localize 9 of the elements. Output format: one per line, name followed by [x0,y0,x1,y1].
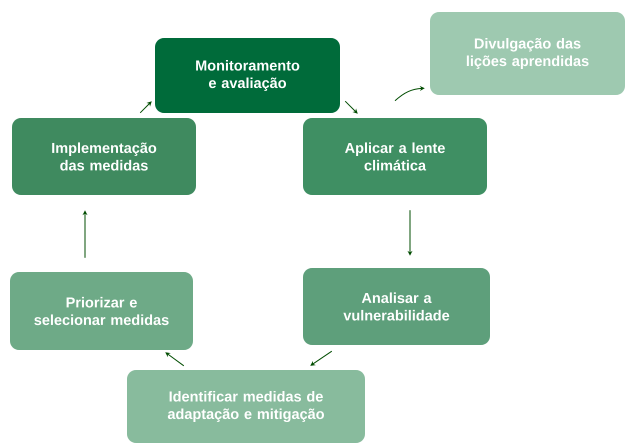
process-box: Implementação das medidas [12,118,196,195]
process-box: Monitoramento e avaliação [155,38,340,113]
process-box: Priorizar e selecionar medidas [10,272,193,350]
arrow [344,100,358,114]
process-box: Divulgação das lições aprendidas [430,12,625,95]
process-box: Analisar a vulnerabilidade [303,268,490,345]
process-box: Identificar medidas de adaptação e mitigação [127,370,365,443]
process-box: Aplicar a lente climática [303,118,487,195]
arrow [140,101,152,114]
